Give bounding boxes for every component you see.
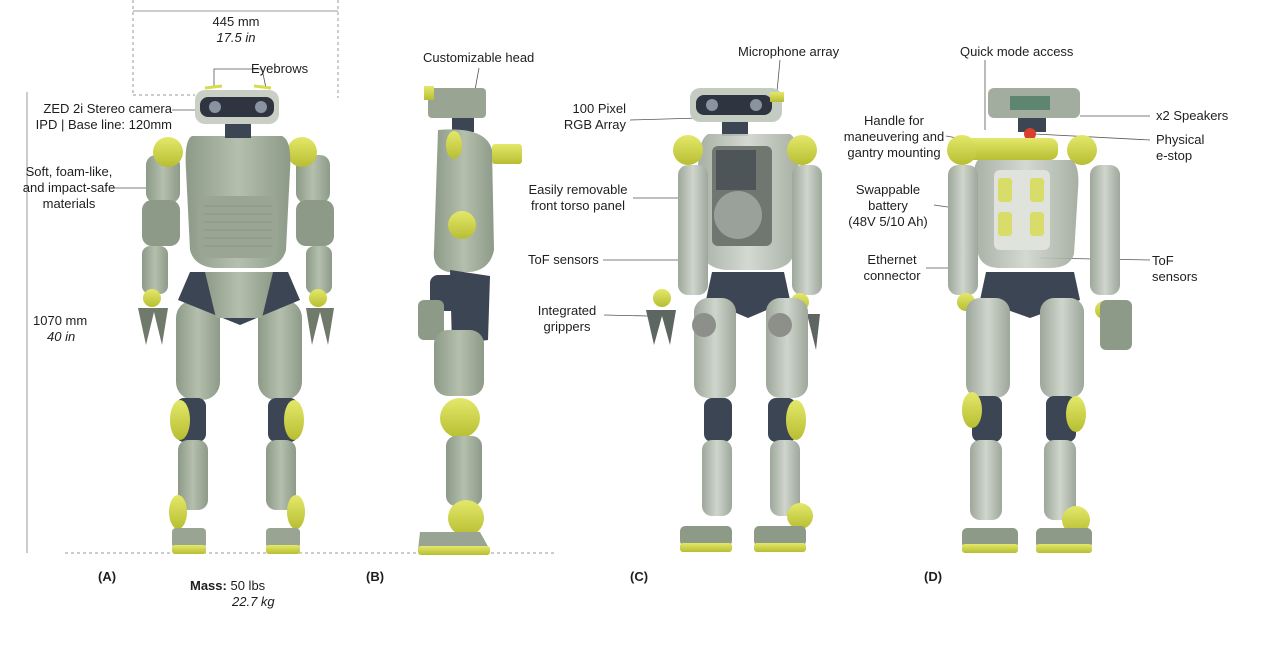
soft-materials-line2: and impact-safe (22, 180, 116, 195)
eyebrows-label: Eyebrows (251, 61, 309, 76)
head-leader (474, 67, 480, 91)
battery-line1: Swappable (855, 182, 921, 197)
robot-front-transparent-view (646, 88, 822, 552)
ethernet-line2: connector (863, 268, 921, 283)
handle-line1: Handle for (864, 113, 924, 128)
mass-title: Mass: (190, 578, 227, 593)
handle-line3: gantry mounting (847, 145, 941, 160)
rgb-array-line2: RGB Array (563, 117, 626, 132)
soft-materials-line3: materials (42, 196, 96, 211)
robot-back-transparent-view (947, 88, 1132, 553)
panel-label-a: (A) (98, 569, 117, 584)
estop-line1: Physical (1156, 132, 1205, 147)
tof-sensors-label-c: ToF sensors (528, 252, 599, 267)
width-mm-label: 445 mm (212, 14, 260, 29)
panel-label-d: (D) (924, 569, 943, 584)
quick-mode-label: Quick mode access (960, 44, 1074, 59)
handle-line2: maneuvering and (843, 129, 945, 144)
torso-panel-line1: Easily removable (528, 182, 628, 197)
tof-sensors-line2-d: sensors (1152, 269, 1198, 284)
soft-materials-line1: Soft, foam-like, (25, 164, 113, 179)
camera-label-line1: ZED 2i Stereo camera (43, 101, 172, 116)
height-mm-label: 1070 mm (33, 313, 88, 328)
robot-front-view (138, 84, 334, 554)
estop-leader (1034, 133, 1151, 141)
height-in-label: 40 in (47, 329, 76, 344)
robot-side-view (418, 86, 522, 555)
battery-line2: battery (868, 198, 908, 213)
estop-line2: e-stop (1156, 148, 1193, 163)
grippers-line1: Integrated (537, 303, 597, 318)
tof-sensors-line1-d: ToF (1152, 253, 1174, 268)
battery-line3: (48V 5/10 Ah) (848, 214, 928, 229)
rgb-array-line1: 100 Pixel (572, 101, 626, 116)
speakers-label: x2 Speakers (1156, 108, 1229, 123)
customizable-head-label: Customizable head (423, 50, 535, 65)
torso-panel-line2: front torso panel (531, 198, 625, 213)
panel-label-b: (B) (366, 569, 385, 584)
panel-label-c: (C) (630, 569, 649, 584)
mass-lbs-label: Mass: 50 lbs (190, 578, 265, 594)
eyebrows-leader-right (248, 68, 267, 89)
grippers-line2: grippers (543, 319, 591, 334)
mass-lbs-value: 50 lbs (230, 578, 266, 593)
gripper-leader (603, 314, 649, 317)
microphone-array-label: Microphone array (738, 44, 840, 59)
rgb-leader (629, 117, 701, 121)
mass-kg-label: 22.7 kg (232, 594, 275, 609)
eyebrows-leader-left (213, 68, 248, 88)
ethernet-line1: Ethernet (867, 252, 917, 267)
width-in-label: 17.5 in (216, 30, 256, 45)
camera-label-line2: IPD | Base line: 120mm (35, 117, 172, 132)
